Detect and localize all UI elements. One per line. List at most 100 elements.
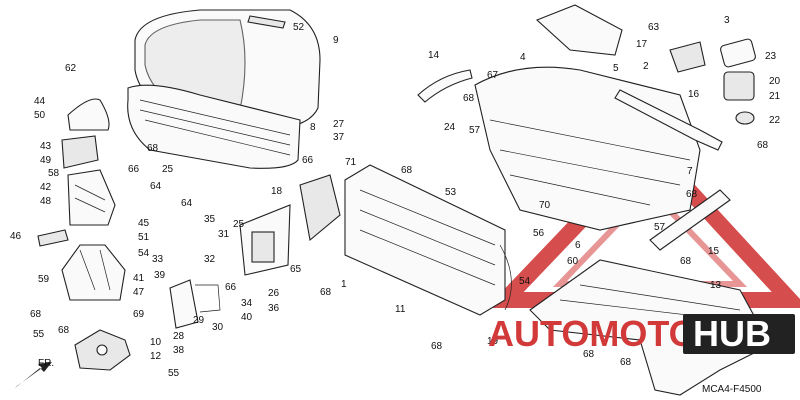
speaker-housing-part <box>239 204 291 276</box>
callout: 67 <box>487 70 499 81</box>
callout: 68 <box>401 165 413 176</box>
callout: 25 <box>162 164 174 175</box>
callout: 27 <box>333 119 345 130</box>
callout: 39 <box>154 270 166 281</box>
center-bracket-part <box>299 174 341 242</box>
callout: 15 <box>708 246 720 257</box>
callout: 59 <box>38 274 50 285</box>
callout: 68 <box>757 140 769 151</box>
callout: 60 <box>567 256 579 267</box>
callout: 53 <box>445 187 457 198</box>
callout: 28 <box>173 331 185 342</box>
callout: 12 <box>150 351 162 362</box>
emblem-part <box>247 15 286 29</box>
callout: 64 <box>181 198 193 209</box>
callout: 35 <box>204 214 216 225</box>
callout: 26 <box>268 288 280 299</box>
callout-labels: 52 9 8 62 44 50 43 49 68 58 66 42 48 25 … <box>10 15 781 379</box>
callout: 1 <box>341 279 347 290</box>
front-cover-part <box>499 244 512 311</box>
callout: 69 <box>133 309 145 320</box>
front-direction-arrow: FR. <box>15 358 54 388</box>
callout: 13 <box>710 280 722 291</box>
callout: 20 <box>769 76 781 87</box>
callout: 30 <box>212 322 224 333</box>
callout: 47 <box>133 287 145 298</box>
callout: 68 <box>147 143 159 154</box>
callout: 57 <box>654 222 666 233</box>
trunk-box-part <box>474 66 701 231</box>
callout: 44 <box>34 96 46 107</box>
callout: 50 <box>34 110 46 121</box>
callout: 68 <box>686 189 698 200</box>
callout: 36 <box>268 303 280 314</box>
callout: 38 <box>173 345 185 356</box>
light-unit-part <box>61 135 99 169</box>
callout: 24 <box>444 122 456 133</box>
callout: 23 <box>765 51 777 62</box>
callout: 16 <box>688 89 700 100</box>
watermark-text: AUTOMOTO HUB <box>488 313 795 354</box>
callout: 45 <box>138 218 150 229</box>
callout: 34 <box>241 298 253 309</box>
callout: 43 <box>40 141 52 152</box>
callout: 14 <box>428 50 440 61</box>
callout: 62 <box>65 63 77 74</box>
hinge-bracket-part <box>61 244 126 301</box>
grommet-part <box>735 111 755 125</box>
bracket-part <box>37 229 69 247</box>
callout: 37 <box>333 132 345 143</box>
trunk-lid-part <box>127 9 321 169</box>
rail-part <box>417 69 473 103</box>
callout: 68 <box>30 309 42 320</box>
callout: 21 <box>769 91 781 102</box>
callout: 33 <box>152 254 164 265</box>
callout: 40 <box>241 312 253 323</box>
inner-case-part <box>344 164 506 316</box>
side-panel-part <box>67 169 116 226</box>
callout: 68 <box>463 93 475 104</box>
callout: 51 <box>138 232 150 243</box>
callout: 68 <box>680 256 692 267</box>
callout: 3 <box>724 15 730 26</box>
callout: 65 <box>290 264 302 275</box>
lower-rail-part <box>649 189 731 251</box>
callout: 32 <box>204 254 216 265</box>
watermark-main: AUTOMOTO <box>488 313 697 354</box>
callout: 66 <box>225 282 237 293</box>
callout: 71 <box>345 157 357 168</box>
callout: 63 <box>648 22 660 33</box>
callout: 25 <box>233 219 245 230</box>
lid-inner-panel-part <box>67 98 110 131</box>
callout: 8 <box>310 122 316 133</box>
side-rail-part <box>614 89 723 151</box>
callout: 18 <box>271 186 283 197</box>
callout: 19 <box>487 336 499 347</box>
callout: 49 <box>40 155 52 166</box>
callout: 29 <box>193 315 205 326</box>
callout: 66 <box>128 164 140 175</box>
small-bracket-part <box>195 284 221 313</box>
callout: 31 <box>218 229 230 240</box>
callout: 5 <box>613 63 619 74</box>
callout: 55 <box>168 368 180 379</box>
callout: 68 <box>583 349 595 360</box>
gasket-part <box>720 38 756 68</box>
bezel-part <box>169 279 199 329</box>
watermark-hub: HUB <box>693 313 771 354</box>
callout: 7 <box>687 166 693 177</box>
direction-label: FR. <box>38 358 54 369</box>
callout: 56 <box>533 228 545 239</box>
callout: 66 <box>302 155 314 166</box>
callout: 54 <box>519 276 531 287</box>
callout: 10 <box>150 337 162 348</box>
callout: 68 <box>431 341 443 352</box>
callout: 64 <box>150 181 162 192</box>
callout: 11 <box>395 304 406 315</box>
callout: 48 <box>40 196 52 207</box>
callout: 9 <box>333 35 339 46</box>
callout: 54 <box>138 248 150 259</box>
callout: 42 <box>40 182 52 193</box>
callout: 6 <box>575 240 581 251</box>
